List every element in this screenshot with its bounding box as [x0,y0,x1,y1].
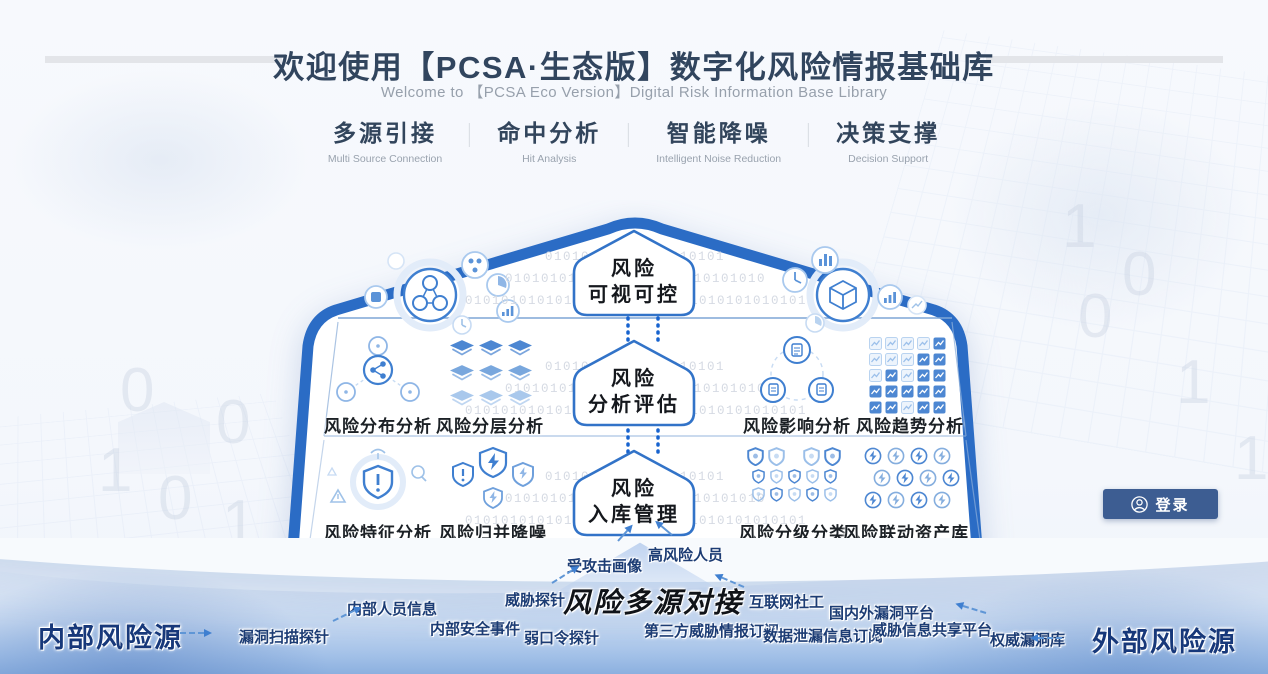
trend-grid-icon [869,337,946,414]
background-digit: 1 [98,440,132,502]
source-item: 权威漏洞库 [990,629,1065,650]
source-item: 威胁探针 [505,589,565,610]
feature-item-decision-support: 决策支撑 Decision Support [809,114,967,165]
feature-item-noise-reduction: 智能降噪 Intelligent Noise Reduction [629,114,808,165]
tier-item-label: 风险趋势分析 [856,412,964,437]
merge-noise-reduction-icon [445,444,541,520]
feature-en: Intelligent Noise Reduction [656,153,781,165]
grading-classification-icon [747,447,841,505]
dashed-arrow-icon [1038,637,1062,639]
distribution-analysis-icon [330,336,426,410]
feature-analysis-icon [326,444,430,518]
background-digit: 0 [120,360,154,422]
layers-grid-icon [450,340,532,407]
level-badge-visual-control: 风险可视可控 [568,226,700,322]
feature-item-multi-source: 多源引接 Multi Source Connection [301,114,469,165]
source-item: 互联网社工 [749,591,824,612]
feature-cn: 多源引接 [328,114,442,148]
impact-analysis-icon [749,336,845,410]
tier-item-label: 风险分布分析 [324,412,432,437]
source-item: 漏洞扫描探针 [239,626,329,647]
background-digit: 1 [1062,196,1096,258]
user-icon [1131,496,1148,513]
dashed-arrow-icon [180,632,204,634]
login-button[interactable]: 登录 [1103,489,1218,519]
feature-cn: 智能降噪 [656,114,781,148]
feature-en: Decision Support [836,153,940,165]
external-source-title: 外部风险源 [1092,620,1237,659]
feature-cn: 决策支撑 [836,114,940,148]
feature-row: 多源引接 Multi Source Connection 命中分析 Hit An… [301,114,967,165]
feature-item-hit-analysis: 命中分析 Hit Analysis [470,114,628,165]
tier-item-label: 风险分层分析 [436,412,544,437]
source-item: 第三方威胁情报订阅 [644,620,779,641]
badge-text: 风险入库管理 [568,476,700,528]
source-item: 内部安全事件 [430,618,520,639]
source-item: 弱口令探针 [524,627,599,648]
background-digit: 0 [1122,244,1156,306]
badge-text: 风险可视可控 [568,256,700,308]
tier-item-label: 风险影响分析 [743,412,851,437]
background-digit: 1 [1176,352,1210,414]
feature-en: Hit Analysis [497,153,601,165]
source-item: 威胁信息共享平台 [872,619,992,640]
feature-en: Multi Source Connection [328,153,442,165]
source-item: 数据泄漏信息订阅 [763,625,883,646]
feature-cn: 命中分析 [497,114,601,148]
multi-source-docking-title: 风险多源对接 [563,581,743,621]
linked-asset-library-icon [864,447,960,513]
login-label: 登录 [1155,494,1189,515]
level-badge-analysis-evaluation: 风险分析评估 [568,336,700,432]
background-digit: 1 [1234,428,1268,490]
background-digit: 0 [1078,286,1112,348]
source-item: 高风险人员 [648,544,723,565]
mini-molecule-icon [462,252,488,278]
page-subtitle: Welcome to 【PCSA Eco Version】Digital Ris… [0,81,1268,102]
badge-text: 风险分析评估 [568,366,700,418]
internal-source-title: 内部风险源 [38,616,183,655]
background-digit: 0 [158,468,192,530]
